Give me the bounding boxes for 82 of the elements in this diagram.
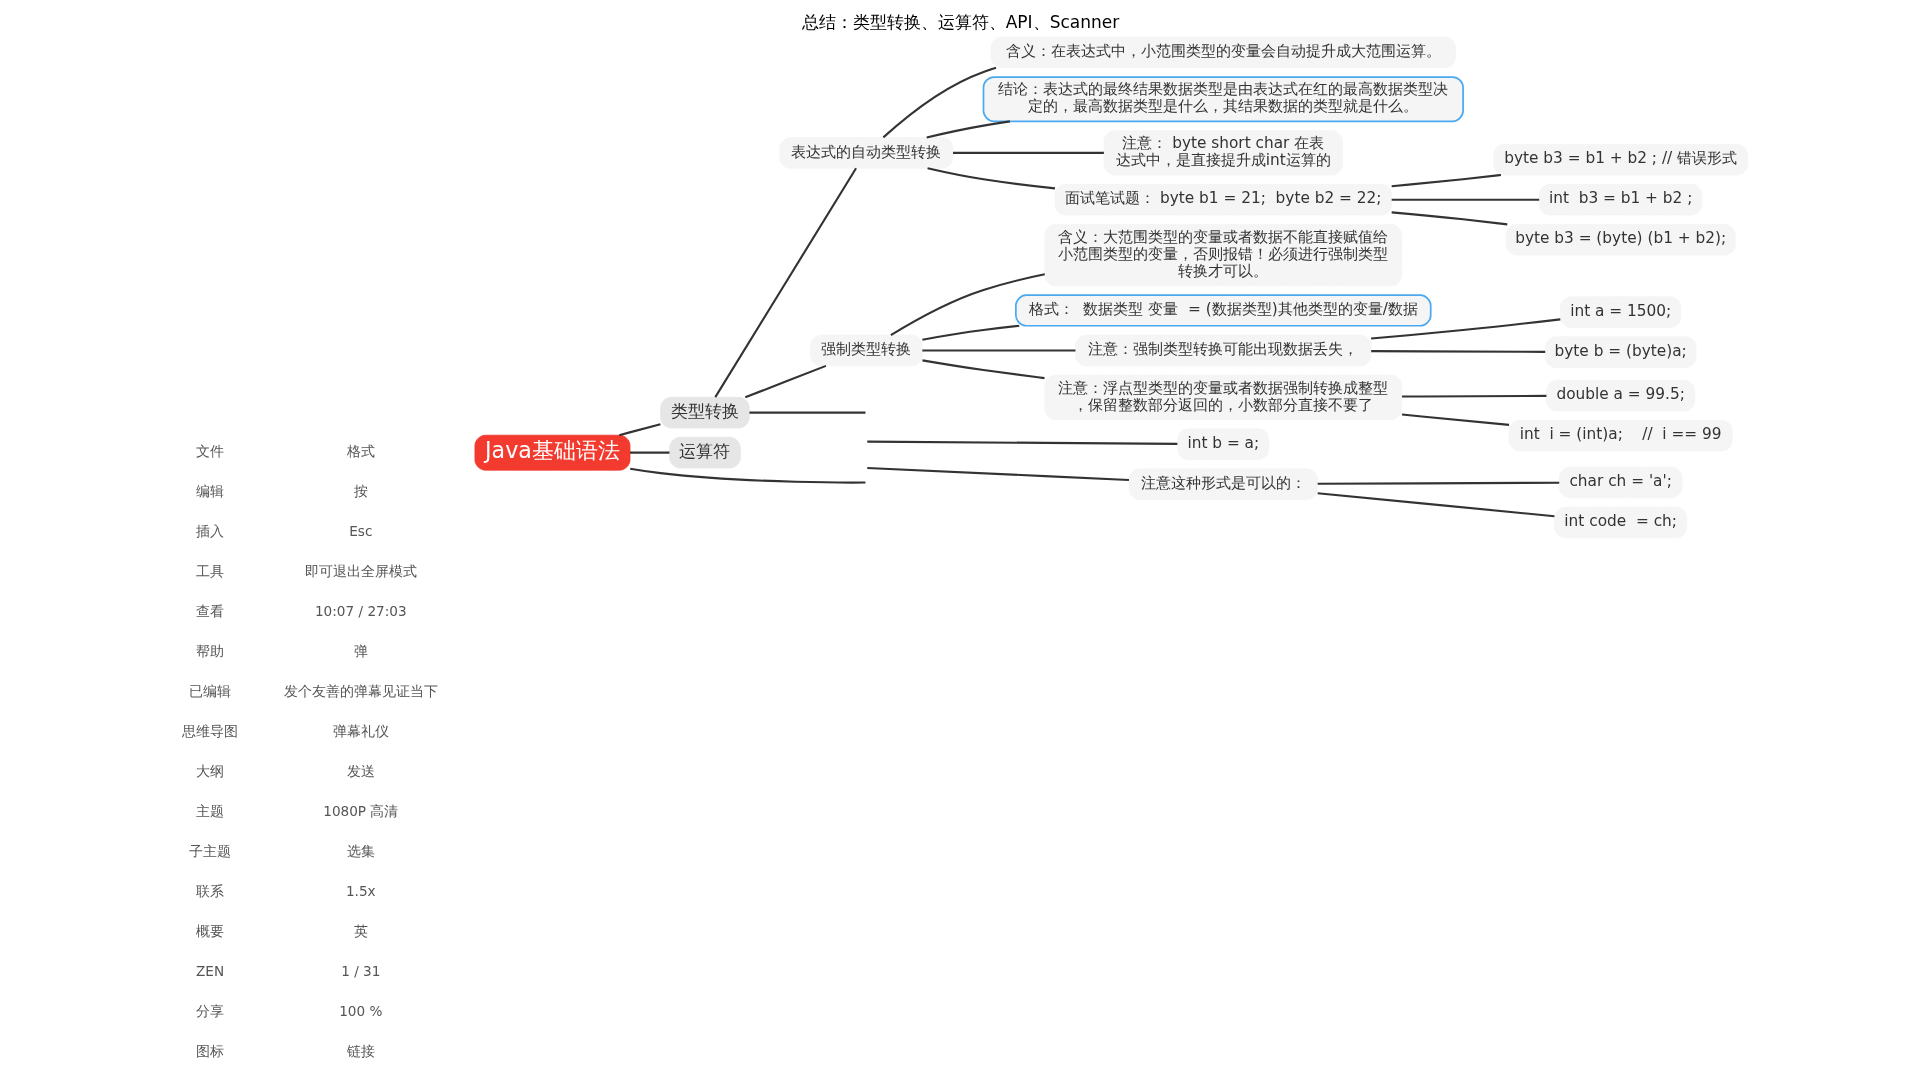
- connector: [1401, 394, 1546, 398]
- node-box: 强制类型转换: [809, 334, 923, 367]
- label: 1.5x: [345, 883, 376, 900]
- node-box: 类型转换: [659, 396, 750, 429]
- node-box: 注意这种形式是可以的：: [1128, 468, 1318, 500]
- node-box: int i = (int)a; // i == 99: [1508, 419, 1733, 452]
- label: 英: [353, 923, 368, 940]
- diagram-title: 总结：类型转换、运算符、API、Scanner: [801, 12, 1119, 33]
- node-box: 含义：在表达式中，小范围类型的变量会自动提升成大范围运算。: [990, 36, 1456, 69]
- label: 链接: [346, 1043, 375, 1060]
- node-box: 结论：表达式的最终结果数据类型是由表达式在红的最高数据类型决定的，最高数据类型是什么，其结果数据的类型就是什么。: [982, 76, 1464, 123]
- connector: [1317, 492, 1555, 518]
- node-box: int a = 1500;: [1559, 296, 1681, 328]
- label: 发个友善的弹幕见证当下: [283, 683, 438, 700]
- label: 主题: [195, 803, 224, 820]
- node-box: 运算符: [668, 436, 741, 469]
- node-box: byte b = (byte)a;: [1544, 336, 1696, 368]
- label: 查看: [195, 603, 224, 620]
- connector: [921, 349, 1075, 352]
- connector: [882, 66, 996, 139]
- label: 图标: [195, 1043, 224, 1060]
- label: 100 %: [338, 1003, 382, 1020]
- label: 文件: [195, 442, 224, 459]
- node-box: char ch = 'a';: [1558, 466, 1682, 499]
- connector: [744, 364, 826, 399]
- label: 发送: [346, 763, 375, 780]
- node-box: byte b3 = b1 + b2 ; // 错误形式: [1492, 143, 1748, 176]
- label: Esc: [348, 523, 372, 539]
- connector: [889, 273, 1045, 337]
- label: 插入: [195, 523, 224, 539]
- node-box: 注意： byte short char 在表达式中，是直接提升成int运算的: [1103, 130, 1343, 176]
- node-box: 含义：大范围类型的变量或者数据不能直接赋值给小范围类型的变量，否则报错！必须进行强制类型转换才可以。: [1043, 223, 1402, 287]
- connector: [926, 167, 1055, 190]
- node-box: 注意：强制类型转换可能出现数据丢失，: [1074, 334, 1371, 367]
- label: 弹幕礼仪: [332, 723, 389, 740]
- label: 选集: [346, 843, 375, 860]
- node-box: int b3 = b1 + b2 ;: [1538, 183, 1702, 216]
- connector: [866, 440, 1177, 445]
- label: 分享: [195, 1003, 224, 1020]
- connector: [629, 451, 669, 454]
- node-box: int code = ch;: [1553, 506, 1687, 539]
- label: 编辑: [195, 482, 224, 499]
- connector: [748, 411, 865, 414]
- node-box: 注意：浮点型类型的变量或者数据强制转换成整型，保留整数部分返回的，小数部分直接不要了: [1043, 374, 1402, 420]
- label: 已编辑: [188, 683, 231, 700]
- connector: [618, 423, 661, 437]
- label: 即可退出全屏模式: [304, 563, 417, 580]
- connector: [1401, 413, 1509, 426]
- label: 按: [353, 482, 368, 499]
- label: 帮助: [195, 643, 224, 660]
- connector: [713, 167, 857, 398]
- connector: [1391, 211, 1507, 226]
- label: 联系: [195, 883, 224, 900]
- node-box: 面试笔试题： byte b1 = 21; byte b2 = 22;: [1054, 183, 1392, 216]
- label: 概要: [195, 923, 224, 940]
- node-box: 格式： 数据类型 变量 = (数据类型)其他类型的变量/数据: [1014, 294, 1432, 327]
- label: 1080P 高清: [322, 803, 398, 820]
- node-box: 表达式的自动类型转换: [779, 137, 953, 169]
- connector: [866, 466, 1129, 481]
- label: 思维导图: [181, 723, 238, 740]
- label: 格式: [346, 442, 375, 459]
- connector: [952, 151, 1104, 154]
- node-box: int b = a;: [1176, 428, 1269, 460]
- connector: [1370, 318, 1560, 340]
- connector: [629, 467, 865, 484]
- connector: [1391, 173, 1501, 188]
- node-box: byte b3 = (byte) (b1 + b2);: [1505, 223, 1736, 256]
- label: 工具: [195, 563, 224, 580]
- label: 子主题: [188, 843, 231, 860]
- connector: [921, 324, 1019, 341]
- connector: [925, 120, 1010, 139]
- connector: [1317, 481, 1559, 485]
- label: ZEN: [195, 963, 224, 980]
- label: 弹: [353, 643, 368, 660]
- connector: [921, 359, 1045, 380]
- label: 1 / 31: [340, 963, 380, 980]
- node-box: Java基础语法: [474, 434, 630, 471]
- node-box: double a = 99.5;: [1545, 379, 1695, 412]
- label: 大纲: [195, 763, 224, 780]
- connector: [1370, 350, 1545, 353]
- label: 10:07 / 27:03: [314, 603, 407, 620]
- connector: [1391, 198, 1539, 201]
